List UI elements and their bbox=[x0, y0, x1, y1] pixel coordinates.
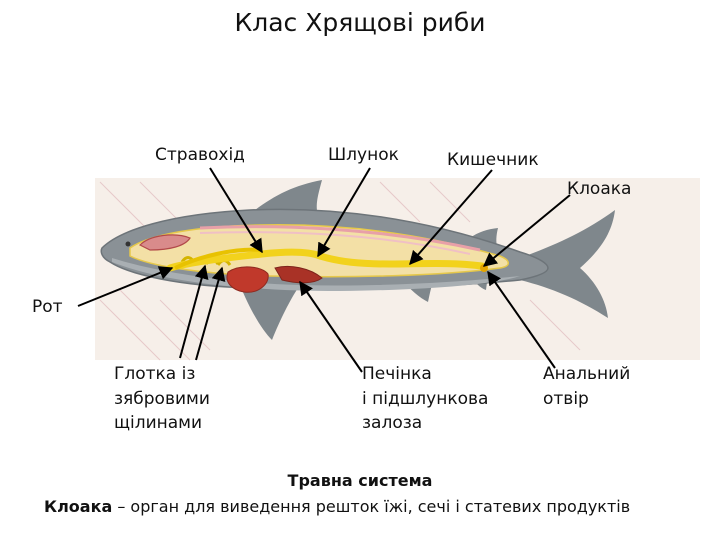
shark-eye bbox=[125, 241, 131, 247]
label-mouth: Рот bbox=[32, 297, 63, 317]
first-dorsal-fin bbox=[255, 180, 322, 215]
arrow-intestine bbox=[409, 169, 493, 266]
label-anus-line-1: Анальний bbox=[543, 364, 631, 384]
page-title: Клас Хрящові риби bbox=[234, 8, 486, 37]
liver bbox=[226, 266, 269, 293]
second-dorsal-fin bbox=[470, 228, 498, 246]
label-pharynx-line-1: Глотка із bbox=[114, 364, 196, 384]
label-intestine: Кишечник bbox=[447, 150, 539, 170]
label-liver: Печінка і підшлункова залоза bbox=[362, 362, 488, 436]
dorsal-vessel bbox=[199, 225, 481, 252]
shark-belly bbox=[112, 258, 520, 291]
arrow-pharynx-2 bbox=[195, 266, 226, 361]
label-pharynx-line-2: зябровими bbox=[114, 388, 210, 409]
arrow-stomach bbox=[317, 167, 371, 258]
pointer-arrows bbox=[77, 167, 571, 373]
caption-definition: Клоака – орган для виведення решток їжі,… bbox=[44, 497, 630, 516]
label-cloaca: Клоака bbox=[567, 179, 632, 199]
caudal-fin bbox=[520, 210, 615, 318]
label-anus-line-2: отвір bbox=[543, 388, 589, 409]
pectoral-fin bbox=[240, 285, 298, 340]
caption-definition-text: – орган для виведення решток їжі, сечі і… bbox=[112, 497, 631, 516]
label-pharynx-line-3: щілинами bbox=[114, 413, 203, 434]
caption-term: Клоака bbox=[44, 497, 113, 516]
label-stomach: Шлунок bbox=[328, 145, 399, 165]
arrow-anus bbox=[487, 270, 556, 369]
label-anus: Анальний отвір bbox=[543, 362, 630, 411]
caption-heading: Травна система bbox=[287, 471, 433, 490]
dorsal-vessel-2 bbox=[199, 231, 471, 255]
pancreas bbox=[274, 265, 323, 284]
label-esophagus: Стравохід bbox=[155, 145, 245, 165]
arrow-cloaca bbox=[482, 194, 571, 267]
arrow-esophagus bbox=[209, 167, 263, 254]
label-pharynx: Глотка із зябровими щілинами bbox=[114, 362, 210, 436]
label-liver-line-1: Печінка bbox=[362, 364, 432, 384]
arrow-liver bbox=[299, 280, 363, 373]
arrow-mouth bbox=[77, 266, 174, 307]
label-liver-line-2: і підшлункова bbox=[362, 388, 489, 409]
label-liver-line-3: залоза bbox=[362, 413, 423, 434]
head-organ bbox=[138, 234, 191, 251]
arrow-pharynx-1 bbox=[179, 264, 209, 359]
